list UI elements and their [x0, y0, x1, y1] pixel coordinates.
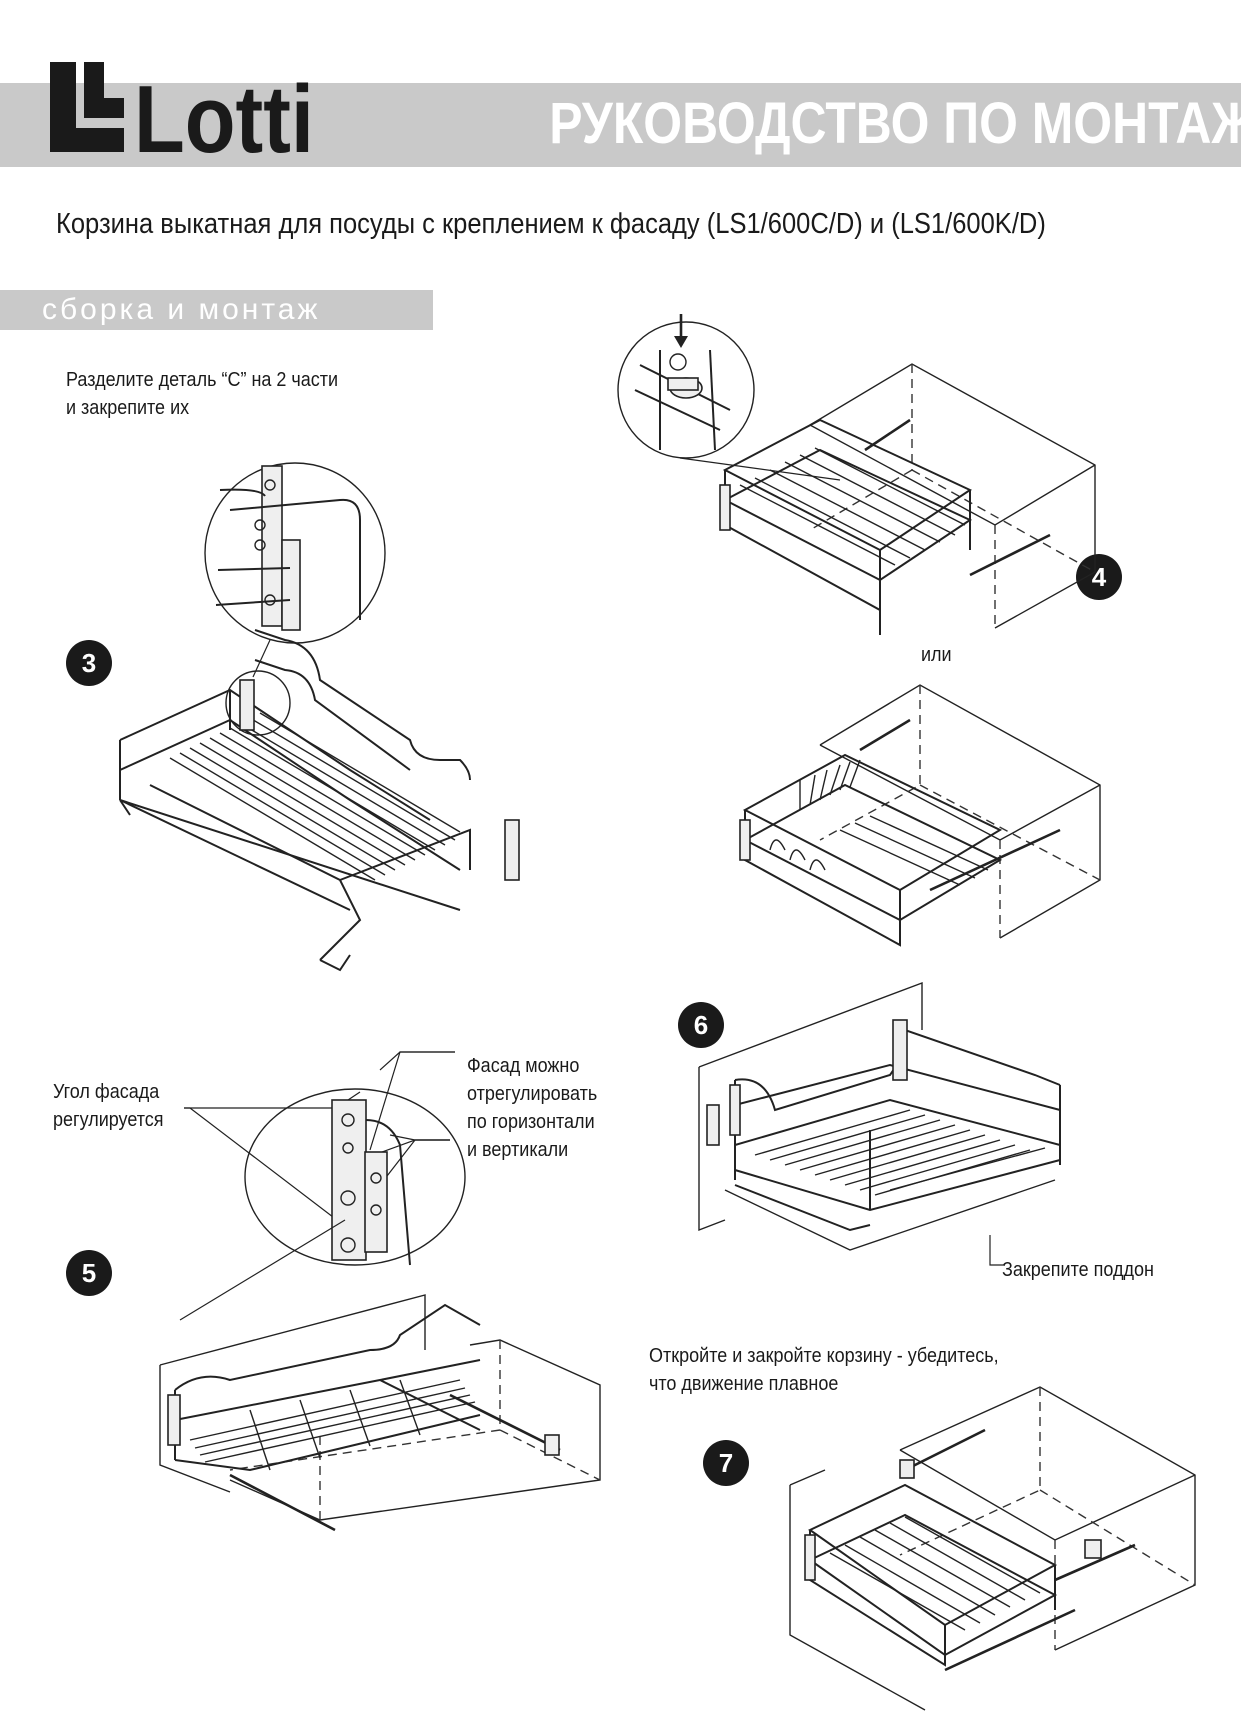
step-3-badge: 3	[66, 640, 112, 686]
lotti-logo: Lotti	[50, 62, 314, 158]
step-4-or-label: или	[921, 644, 952, 666]
step-6-instruction: Закрепите поддон	[1002, 1259, 1154, 1281]
basket-7	[804, 1428, 1136, 1672]
step-7-figure	[789, 1386, 1196, 1711]
step-4-badge: 4	[1076, 554, 1122, 600]
page-title: РУКОВОДСТВО ПО МОНТАЖУ	[549, 91, 1241, 156]
section-band	[0, 290, 433, 330]
cabinet-4	[809, 363, 1096, 629]
cabinet-7	[899, 1386, 1196, 1651]
brand-name: Lotti	[134, 66, 314, 158]
step-7-badge: 7	[703, 1440, 749, 1486]
step-4-figure	[617, 314, 1096, 635]
step-4-alt-figure	[739, 684, 1101, 947]
step-6-badge: 6	[678, 1002, 724, 1048]
basket-4-alt	[739, 718, 1061, 947]
facade-6	[698, 981, 923, 1232]
step-3-figure	[119, 462, 520, 972]
facade-7	[789, 1469, 926, 1711]
basket-3	[119, 629, 520, 972]
header-band	[0, 83, 1241, 167]
step-3-instruction: Разделите деталь “С” на 2 части и закреп…	[66, 369, 339, 419]
section-title: сборка и монтаж	[42, 293, 321, 326]
step-6-figure	[698, 981, 1061, 1266]
product-subtitle: Корзина выкатная для посуды с креплением…	[56, 208, 1046, 240]
step-5-corner-note: Угол фасада регулируется	[53, 1081, 164, 1131]
basket-4	[719, 418, 1051, 635]
step-5-badge: 5	[66, 1250, 112, 1296]
basket-5	[167, 1303, 561, 1532]
clip-detail	[634, 349, 731, 451]
step-7-instruction: Откройте и закройте корзину - убедитесь,…	[649, 1345, 999, 1395]
step-5-adjust-note: Фасад можно отрегулировать по горизонтал…	[467, 1055, 598, 1161]
step-5-figure	[159, 1051, 601, 1532]
basket-6	[706, 1019, 1061, 1251]
bracket-detail	[215, 465, 361, 631]
facade-bracket-detail	[331, 1099, 411, 1266]
